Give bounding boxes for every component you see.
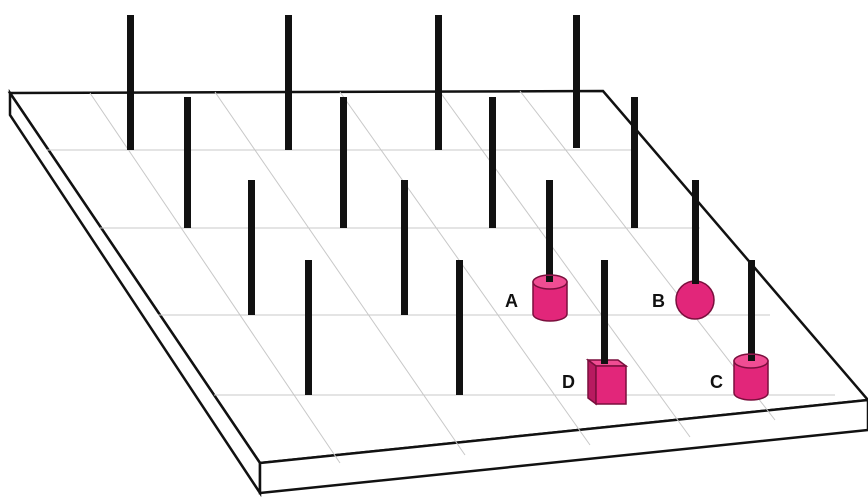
peg xyxy=(127,15,134,150)
label-b: B xyxy=(652,291,665,311)
peg xyxy=(340,97,347,228)
peg xyxy=(692,180,699,288)
peg xyxy=(489,97,496,228)
peg xyxy=(248,180,255,315)
peg xyxy=(748,260,755,360)
label-d: D xyxy=(562,372,575,392)
peg xyxy=(546,180,553,280)
peg xyxy=(573,15,580,148)
peg xyxy=(401,180,408,315)
peg xyxy=(285,15,292,150)
label-a: A xyxy=(505,291,518,311)
piece-d-cube xyxy=(585,358,629,406)
peg xyxy=(305,260,312,395)
peg xyxy=(184,97,191,228)
piece-a-cylinder xyxy=(532,274,568,322)
peg xyxy=(456,260,463,395)
pegs xyxy=(127,15,755,395)
piece-b-sphere xyxy=(675,280,715,320)
peg xyxy=(601,260,608,365)
peg xyxy=(435,15,442,150)
peg xyxy=(631,97,638,228)
label-c: C xyxy=(710,372,723,392)
board-front-face xyxy=(258,398,868,495)
board-grid xyxy=(47,90,835,464)
piece-c-cylinder xyxy=(733,353,769,401)
